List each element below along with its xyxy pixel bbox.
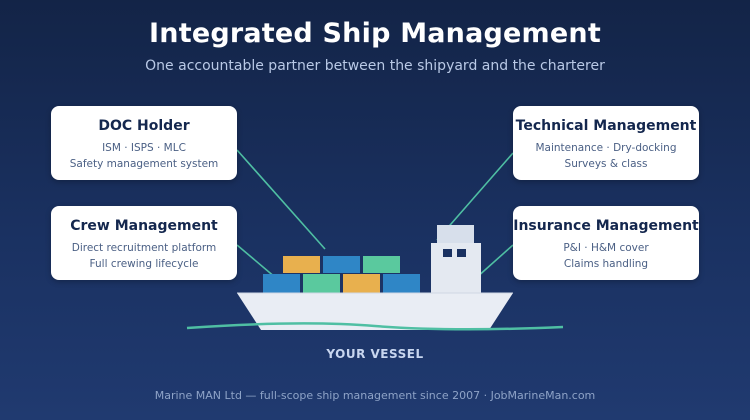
card-title: DOC Holder — [98, 118, 190, 134]
bridge-tower — [431, 243, 481, 293]
card-title: Insurance Management — [513, 218, 699, 234]
card-line: Maintenance · Dry-docking — [535, 142, 677, 154]
page-title: Integrated Ship Management — [149, 18, 601, 49]
card-title: Crew Management — [70, 218, 218, 234]
water-line — [186, 322, 564, 331]
card-line: P&I · H&M cover — [563, 242, 649, 254]
card-technical-management: Technical Management Maintenance · Dry-d… — [513, 106, 699, 180]
card-insurance-management: Insurance Management P&I · H&M cover Cla… — [513, 206, 699, 280]
bridge-window — [457, 249, 466, 257]
container — [383, 274, 420, 293]
card-line: Surveys & class — [564, 158, 648, 170]
container — [343, 274, 380, 293]
card-line: Direct recruitment platform — [71, 242, 217, 254]
connector-crew — [236, 244, 277, 279]
container — [263, 274, 300, 293]
container — [283, 256, 320, 273]
bridge-top — [437, 225, 474, 243]
container — [363, 256, 400, 273]
card-line: Safety management system — [69, 158, 219, 170]
ship-hull — [237, 293, 513, 330]
container — [323, 256, 360, 273]
card-line: ISM · ISPS · MLC — [102, 142, 186, 154]
container — [303, 274, 340, 293]
connector-ins — [475, 244, 514, 279]
vessel-label: YOUR VESSEL — [326, 347, 424, 361]
connector-doc — [236, 149, 326, 250]
card-line: Full crewing lifecycle — [89, 258, 199, 270]
card-doc-holder: DOC Holder ISM · ISPS · MLC Safety manag… — [51, 106, 237, 180]
card-title: Technical Management — [515, 118, 697, 134]
card-line: Claims handling — [563, 258, 649, 270]
page-subtitle: One accountable partner between the ship… — [145, 58, 605, 74]
card-crew-management: Crew Management Direct recruitment platf… — [51, 206, 237, 280]
footer-text: Marine MAN Ltd — full-scope ship managem… — [154, 389, 596, 402]
bridge-window — [443, 249, 452, 257]
